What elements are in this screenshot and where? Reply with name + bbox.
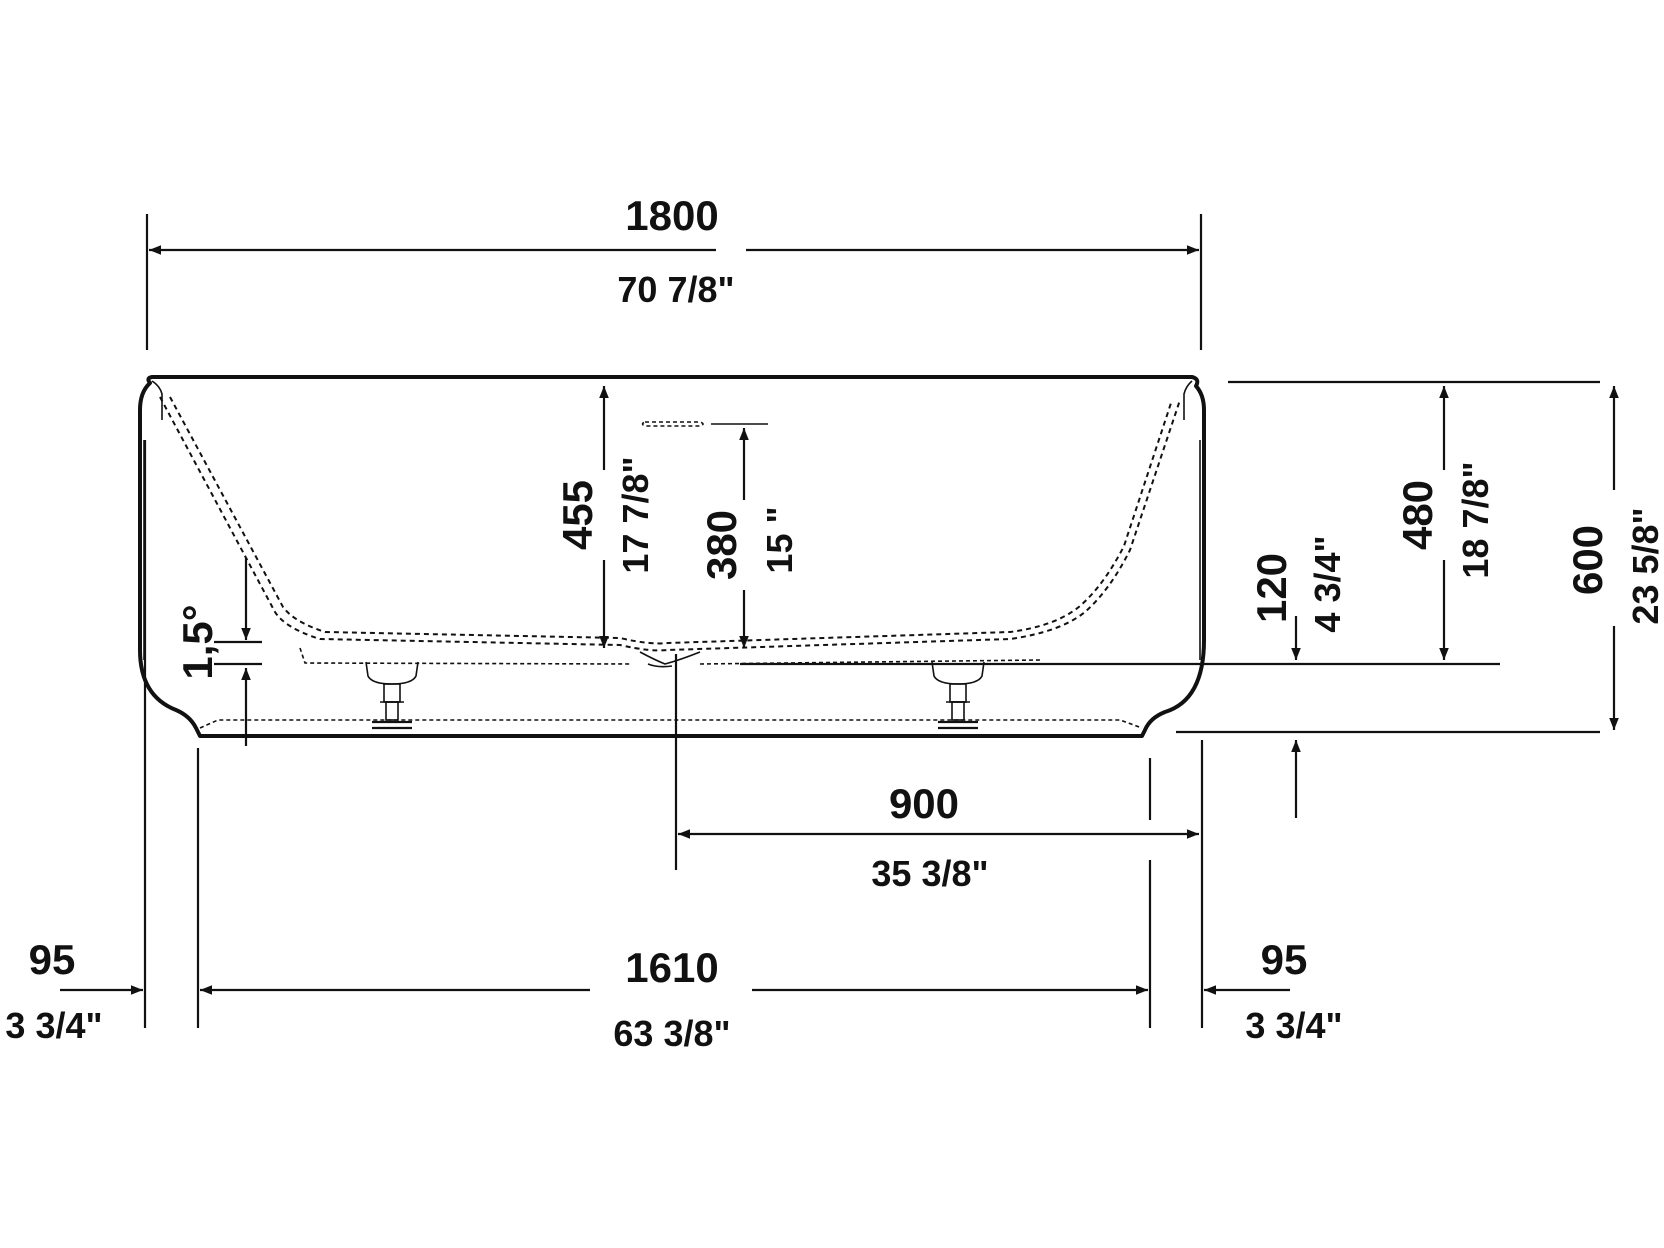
left-overhang-mm: 95	[29, 936, 76, 983]
support-foot-left	[365, 661, 419, 730]
drain-offset-inch: 35 3/8"	[871, 853, 988, 894]
floor-slope-label: 1,5°	[174, 604, 221, 679]
bathtub-outline	[138, 375, 1206, 738]
dimension-labels: 1800 70 7/8" 455 17 7/8" 380 15 " 1,5° 1…	[5, 192, 1664, 1054]
floor-clearance-mm: 120	[1248, 553, 1295, 623]
right-overhang-inch: 3 3/4"	[1245, 1005, 1342, 1046]
floor-clearance-inch: 4 3/4"	[1307, 535, 1348, 632]
overflow-depth-inch: 15 "	[759, 506, 800, 573]
base-length-mm: 1610	[625, 944, 718, 991]
inner-depth-inch: 17 7/8"	[615, 456, 656, 573]
total-height-mm: 600	[1564, 525, 1611, 595]
rim-height-mm: 480	[1394, 480, 1441, 550]
overall-length-mm: 1800	[625, 192, 718, 239]
base-length-inch: 63 3/8"	[613, 1013, 730, 1054]
overflow-depth-mm: 380	[698, 510, 745, 580]
overall-length-inch: 70 7/8"	[617, 269, 734, 310]
inner-depth-mm: 455	[554, 480, 601, 550]
total-height-inch: 23 5/8"	[1625, 507, 1664, 624]
left-overhang-inch: 3 3/4"	[5, 1005, 102, 1046]
dimension-lines	[60, 245, 1619, 995]
support-foot-right	[931, 661, 985, 730]
right-overhang-mm: 95	[1261, 936, 1308, 983]
bathtub-inner-basin	[159, 396, 1181, 729]
rim-height-inch: 18 7/8"	[1455, 461, 1496, 578]
extension-lines	[143, 214, 1600, 1028]
drain-offset-mm: 900	[889, 780, 959, 827]
